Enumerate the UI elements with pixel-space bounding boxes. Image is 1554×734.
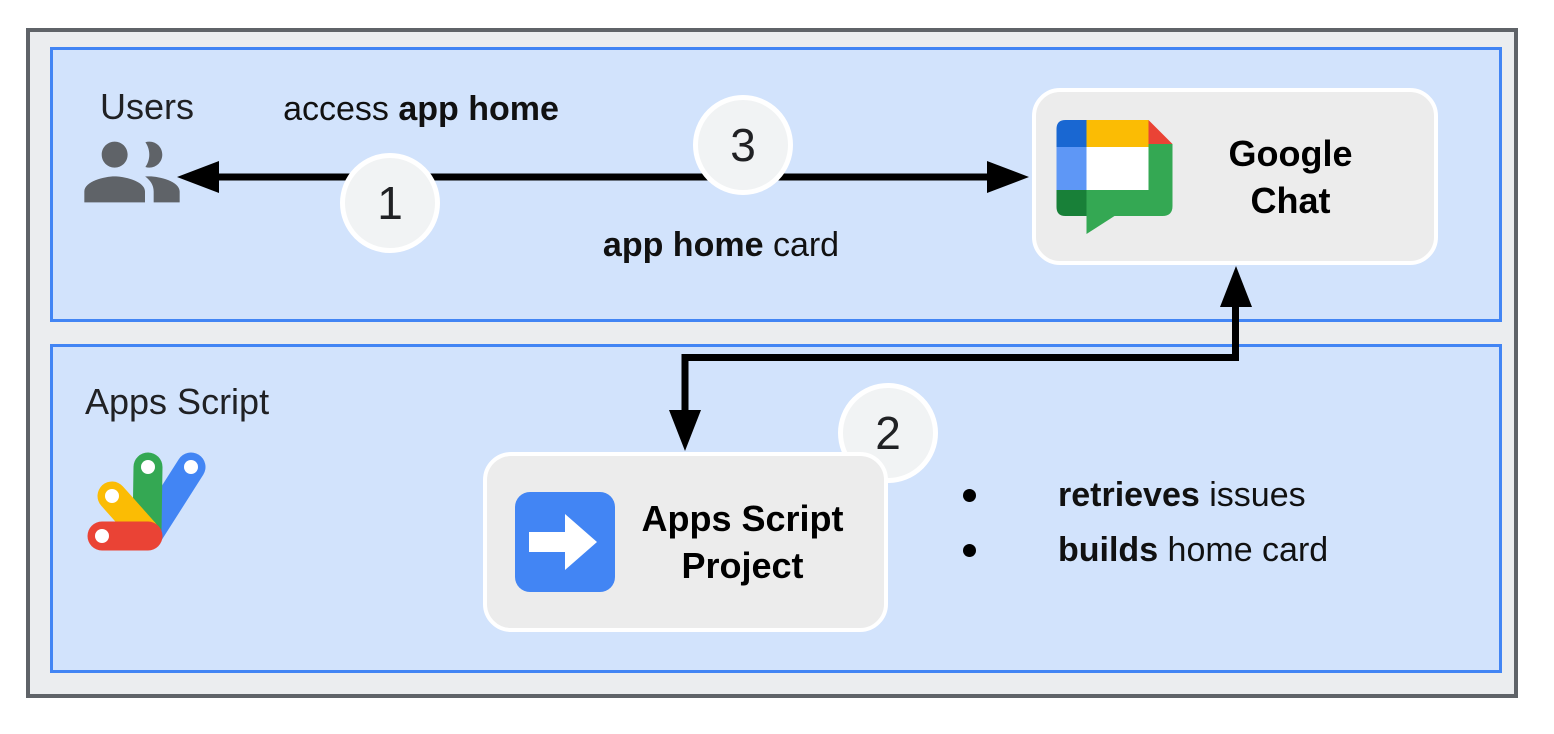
bullet-icon	[963, 489, 976, 502]
project-actions-list: retrieves issues builds home card	[963, 468, 1328, 578]
app-home-card-label: app home card	[603, 226, 839, 265]
card-label-bold: app home	[602, 226, 764, 264]
users-panel-label: Users	[100, 86, 195, 127]
step-circle-1: 1	[340, 153, 440, 253]
people-icon	[84, 141, 180, 203]
bullet-text: retrieves issues	[1058, 476, 1306, 515]
bullet-icon	[963, 544, 976, 557]
arrow-right-icon	[515, 492, 615, 592]
bullet-normal-text: home card	[1158, 531, 1329, 569]
access-app-home-label: access app home	[283, 90, 559, 129]
apps-script-logo	[87, 452, 206, 551]
google-chat-title-line1: Google	[1228, 132, 1353, 174]
access-label-bold: app home	[398, 90, 559, 128]
google-chat-node: Google Chat	[1032, 88, 1438, 265]
card-label-normal: card	[763, 226, 840, 264]
google-chat-logo	[1056, 119, 1173, 234]
project-title-line2: Project	[681, 545, 804, 586]
list-item: retrieves issues	[963, 468, 1328, 523]
google-chat-title-line2: Chat	[1250, 179, 1331, 221]
apps-script-project-node: Apps Script Project	[483, 452, 888, 632]
project-title-line1: Apps Script	[641, 498, 844, 539]
google-chat-title: Google Chat	[1173, 130, 1434, 224]
bullet-bold-text: builds	[1058, 531, 1159, 569]
apps-script-project-title: Apps Script Project	[615, 495, 884, 589]
list-item: builds home card	[963, 523, 1328, 578]
bullet-text: builds home card	[1058, 531, 1328, 570]
apps-script-panel-label: Apps Script	[85, 381, 270, 422]
bullet-bold-text: retrieves	[1058, 476, 1200, 514]
step-circle-3: 3	[693, 95, 793, 195]
access-label-normal: access	[283, 90, 399, 128]
bullet-normal-text: issues	[1199, 476, 1306, 514]
